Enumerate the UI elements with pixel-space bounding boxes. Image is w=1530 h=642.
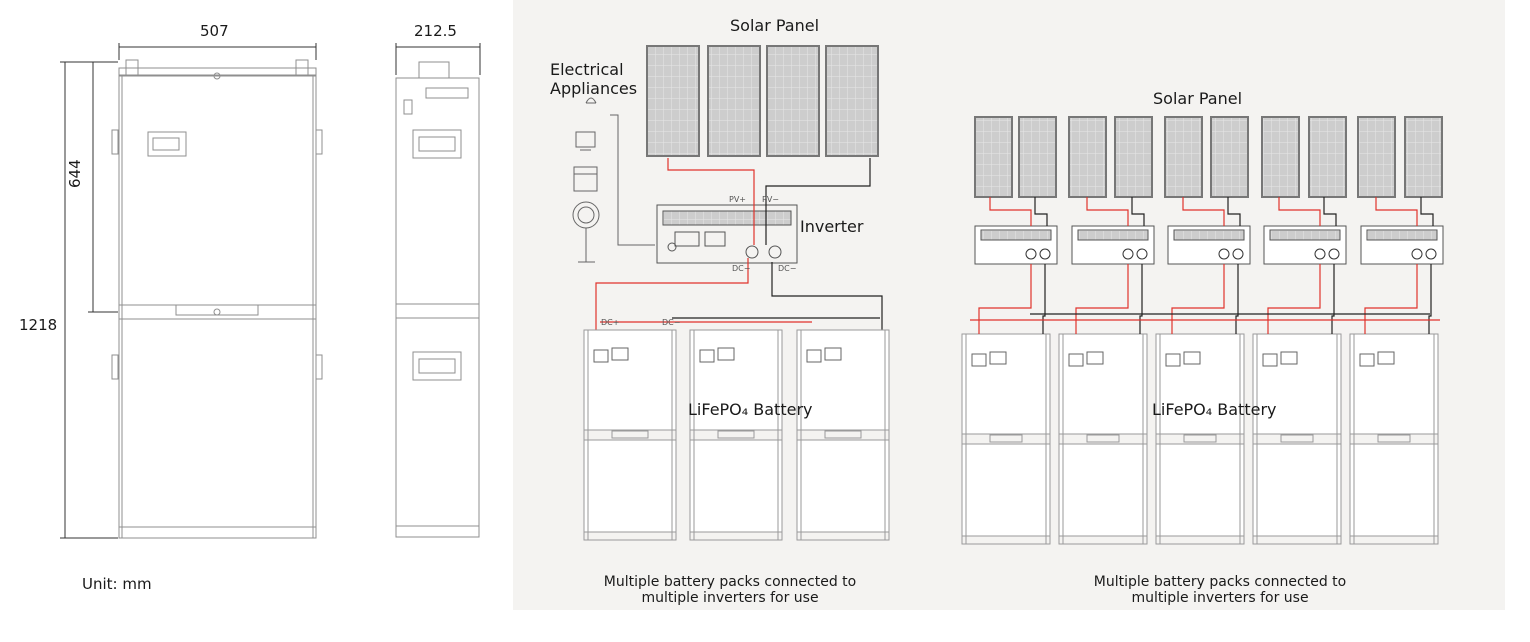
battery-module — [1349, 443, 1439, 537]
module-height-label: 644 — [66, 159, 84, 188]
solar-panel — [1261, 116, 1300, 198]
unit-note: Unit: mm — [82, 575, 152, 593]
solar-panel — [1114, 116, 1153, 198]
caption-right: Multiple battery packs connected to mult… — [1093, 574, 1347, 606]
solar-panel — [1164, 116, 1203, 198]
tv-icon — [575, 131, 596, 148]
battery-stacks-left — [583, 329, 890, 541]
inverter-label: Inverter — [800, 217, 864, 236]
solar-panel — [825, 45, 879, 157]
solar-panel — [1068, 116, 1107, 198]
battery-label-right: LiFePO₄ Battery — [1152, 400, 1277, 419]
depth-label: 212.5 — [414, 22, 457, 40]
solar-panel-array-right — [974, 116, 1443, 198]
pv-minus-label: PV− — [762, 195, 779, 204]
battery-module — [689, 329, 783, 431]
solar-panel — [1210, 116, 1249, 198]
battery-dc-minus-label: DC− — [662, 318, 681, 327]
width-label: 507 — [200, 22, 229, 40]
battery-label-left: LiFePO₄ Battery — [688, 400, 813, 419]
solar-panel — [1308, 116, 1347, 198]
solar-panel — [1357, 116, 1396, 198]
battery-module — [1349, 333, 1439, 435]
battery-module — [583, 439, 677, 533]
battery-module — [961, 333, 1051, 435]
battery-module — [1058, 443, 1148, 537]
battery-module — [583, 329, 677, 431]
inverter-unit-left — [656, 204, 798, 264]
pv-positive-wire — [667, 158, 755, 245]
solar-panel — [1018, 116, 1057, 198]
battery-module — [1155, 333, 1245, 435]
caption-left: Multiple battery packs connected to mult… — [603, 574, 857, 606]
pv-negative-wire — [765, 158, 871, 245]
battery-stacks-right — [961, 333, 1439, 545]
solar-panel — [766, 45, 820, 157]
appliance-icons — [572, 97, 655, 263]
appliances-label: Electrical Appliances — [550, 60, 638, 98]
battery-module — [1252, 443, 1342, 537]
battery-dc-plus-label: DC+ — [601, 318, 620, 327]
solar-panel — [707, 45, 761, 157]
front-view-drawing — [111, 59, 323, 539]
total-height-label: 1218 — [19, 316, 58, 334]
battery-module — [1252, 333, 1342, 435]
solar-panel — [646, 45, 700, 157]
solar-panel — [1404, 116, 1443, 198]
dc-minus-label-1: DC− — [732, 264, 751, 273]
dc-minus-label-2: DC− — [778, 264, 797, 273]
ceiling-lamp-icon — [585, 97, 597, 104]
dc-negative-wire — [771, 262, 883, 332]
battery-module — [1058, 333, 1148, 435]
solar-panel — [974, 116, 1013, 198]
solar-panel-array-left — [646, 45, 879, 157]
battery-module — [796, 439, 890, 533]
side-view-drawing — [395, 61, 480, 538]
solar-panel-label-right: Solar Panel — [1153, 89, 1243, 108]
battery-module — [961, 443, 1051, 537]
battery-module — [689, 439, 783, 533]
refrigerator-icon — [573, 166, 598, 192]
right-wiring — [970, 197, 1440, 334]
inverter-row-right — [974, 225, 1444, 265]
battery-module — [1155, 443, 1245, 537]
battery-module — [796, 329, 890, 431]
solar-panel-label-left: Solar Panel — [730, 16, 820, 35]
pv-plus-label: PV+ — [729, 195, 746, 204]
dc-positive-wire — [595, 258, 749, 332]
